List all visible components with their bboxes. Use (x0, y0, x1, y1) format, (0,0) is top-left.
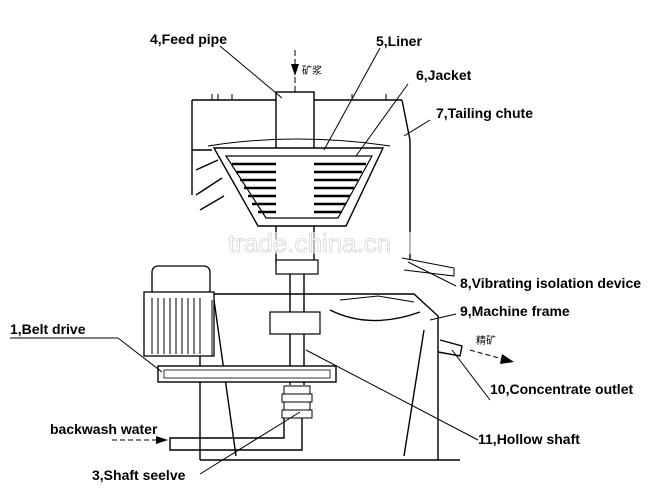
label-hollow-shaft: 11,Hollow shaft (478, 431, 580, 447)
label-backwash-water: backwash water (50, 421, 158, 437)
label-feed-pipe: 4,Feed pipe (150, 31, 227, 47)
leader-lines (10, 45, 491, 475)
watermark-band: trade.china.cn (70, 228, 560, 258)
annotation-feed-chinese: 矿浆 (302, 64, 322, 77)
label-shaft-seelve: 3,Shaft seelve (92, 467, 186, 483)
label-concentrate-outlet: 10,Concentrate outlet (490, 381, 633, 397)
motor-assembly (143, 265, 337, 383)
concentrate-arrow-icon (500, 354, 514, 364)
machine-frame (199, 257, 463, 461)
label-jacket: 6,Jacket (416, 67, 472, 83)
label-belt-drive: 1,Belt drive (10, 321, 86, 337)
label-liner: 5,Liner (376, 33, 422, 49)
watermark-text: trade.china.cn (228, 228, 391, 258)
feed-arrow-icon (291, 64, 299, 76)
backwash-arrow-icon (156, 436, 168, 444)
flow-arrows (112, 349, 514, 444)
labels: 4,Feed pipe 5,Liner 6,Jacket 7,Tailing c… (10, 31, 641, 483)
liner-cone (207, 138, 391, 227)
label-vibrating-isolation-device: 8,Vibrating isolation device (460, 275, 641, 291)
label-machine-frame: 9,Machine frame (460, 303, 570, 319)
label-tailing-chute: 7,Tailing chute (436, 105, 533, 121)
annotation-concentrate-chinese: 精矿 (476, 334, 496, 347)
